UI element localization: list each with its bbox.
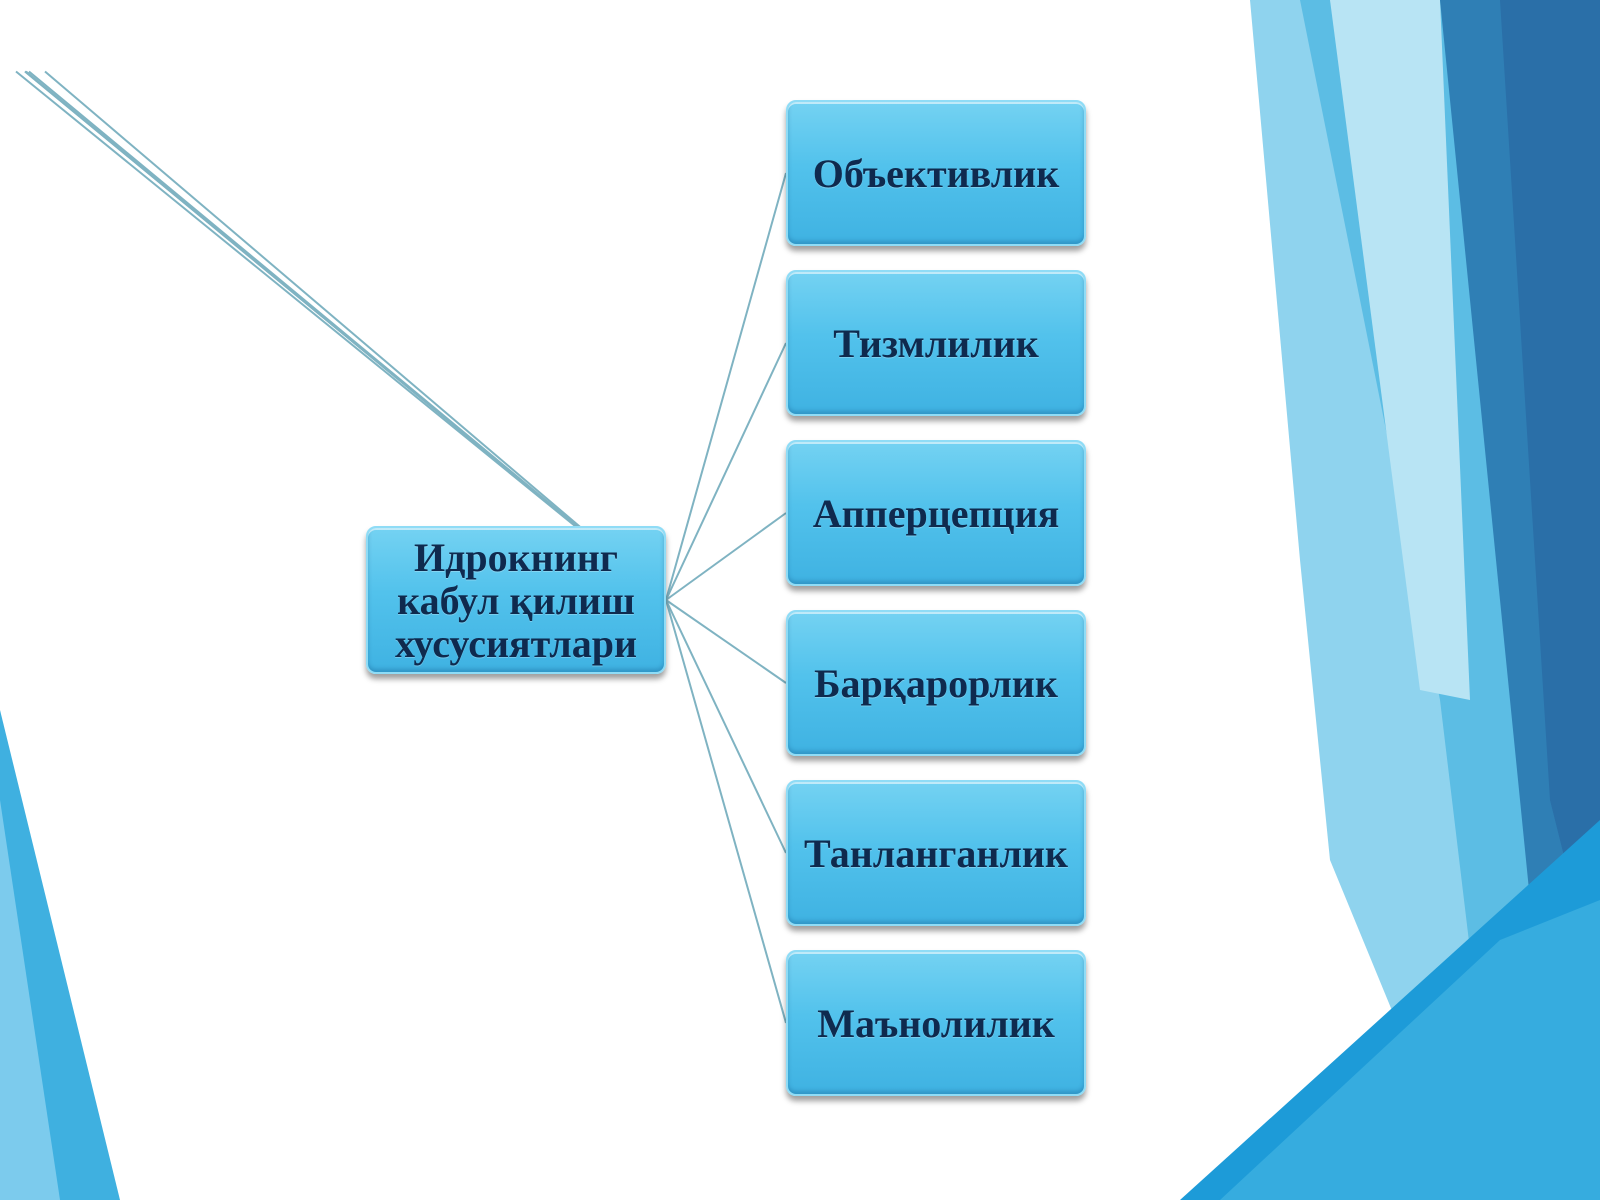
child-node-label: Танланганлик: [804, 830, 1068, 876]
bg-panel-deep: [1500, 0, 1600, 1000]
child-node-5: Танланганлик: [786, 780, 1086, 926]
child-node-6: Маънолилик: [786, 950, 1086, 1096]
child-node-1: Объективлик: [786, 100, 1086, 246]
child-node-4: Барқарорлик: [786, 610, 1086, 756]
child-node-2: Тизмлилик: [786, 270, 1086, 416]
child-node-label: Маънолилик: [817, 1000, 1055, 1046]
bg-panel-bottom-light: [1220, 900, 1600, 1200]
root-node: Идрокнинг кабул қилиш хусусиятлари: [366, 526, 666, 674]
bg-panel-strip: [1330, 0, 1470, 700]
root-node-label: Идрокнинг кабул қилиш хусусиятлари: [394, 534, 638, 666]
child-node-label: Барқарорлик: [814, 660, 1058, 706]
child-node-label: Объективлик: [812, 150, 1060, 196]
child-node-3: Апперцепция: [786, 440, 1086, 586]
child-node-label: Тизмлилик: [833, 320, 1039, 366]
child-node-label: Апперцепция: [812, 490, 1060, 536]
bg-panel-left-light: [0, 800, 60, 1200]
